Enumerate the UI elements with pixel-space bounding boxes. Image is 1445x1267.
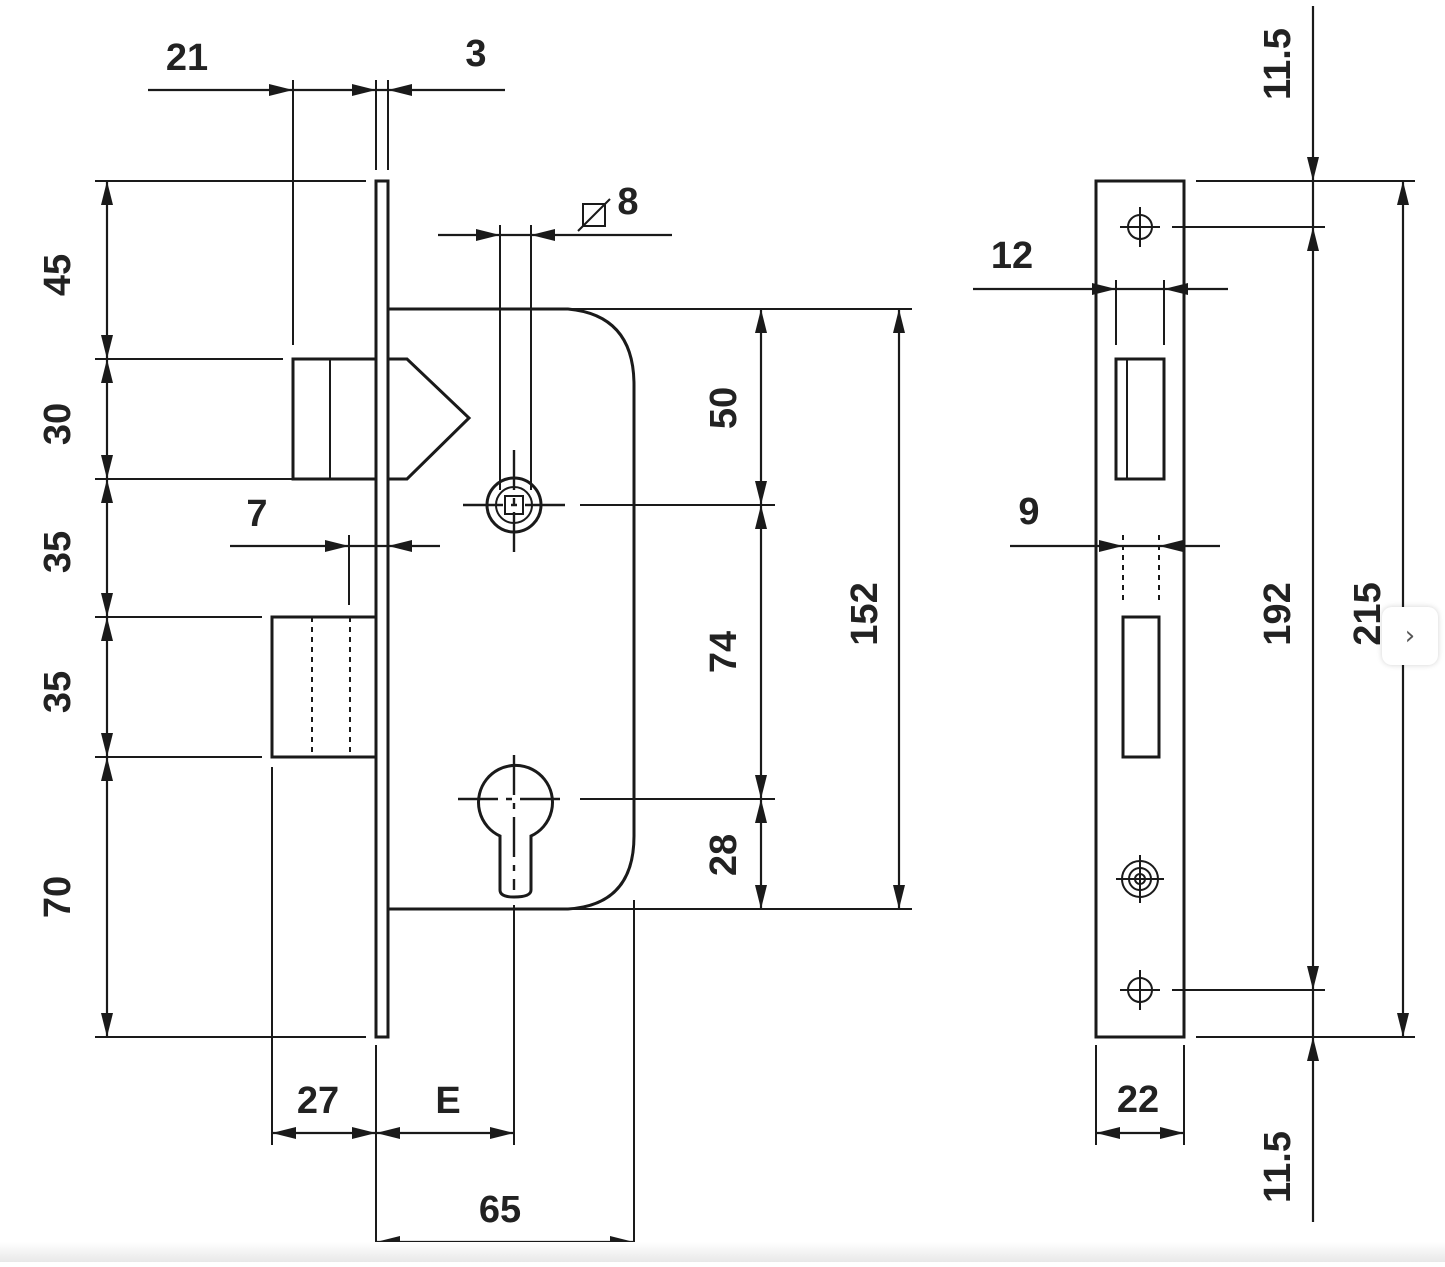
cylinder-hole bbox=[458, 755, 775, 899]
screw-hole-top-icon bbox=[1120, 207, 1160, 247]
chevron-right-icon: › bbox=[1404, 621, 1416, 651]
deadbolt-opening bbox=[1121, 615, 1161, 759]
faceplate-outline bbox=[1094, 179, 1186, 1039]
dim-35-lower: 35 bbox=[37, 671, 79, 713]
dim-12-line bbox=[973, 283, 1228, 295]
dim-27: 27 bbox=[297, 1080, 339, 1122]
dim-21: 21 bbox=[166, 37, 208, 79]
dim-74: 74 bbox=[703, 631, 745, 673]
bottom-edge bbox=[0, 1242, 1445, 1262]
dim-3: 3 bbox=[465, 33, 486, 75]
latch-bolt bbox=[291, 357, 472, 481]
next-image-button[interactable]: › bbox=[1382, 607, 1438, 665]
dim-152-line bbox=[893, 309, 905, 909]
dim-7-line bbox=[230, 540, 440, 552]
faceplate-side-view bbox=[1094, 179, 1415, 1145]
dim-192: 192 bbox=[1257, 582, 1299, 645]
screw-hole-bottom-icon bbox=[1120, 970, 1160, 1010]
center-vertical-dimension-chain bbox=[755, 309, 767, 909]
dim-22-line bbox=[1096, 1127, 1184, 1139]
dim-22: 22 bbox=[1117, 1079, 1159, 1121]
follower-hub bbox=[463, 450, 775, 558]
dim-12: 12 bbox=[991, 235, 1033, 277]
dim-28: 28 bbox=[703, 834, 745, 876]
dim-9: 9 bbox=[1018, 491, 1039, 533]
dim-45: 45 bbox=[37, 254, 79, 296]
faceplate bbox=[374, 179, 390, 1039]
dim-diameter-8-line bbox=[438, 229, 672, 241]
dim-11-5-top: 11.5 bbox=[1257, 28, 1299, 100]
dim-70: 70 bbox=[37, 876, 79, 918]
dim-35-upper: 35 bbox=[37, 531, 79, 573]
dim-30: 30 bbox=[37, 403, 79, 445]
latch-opening bbox=[1114, 357, 1166, 481]
dim-65: 65 bbox=[479, 1189, 521, 1231]
lock-body-front-view bbox=[95, 80, 912, 1255]
bottom-dimension-27-E bbox=[272, 1127, 514, 1139]
dim-192-line bbox=[1307, 6, 1319, 1222]
dim-8: 8 bbox=[617, 181, 638, 223]
fixing-screw-icon bbox=[1116, 855, 1164, 903]
top-horizontal-dimensions bbox=[148, 84, 505, 96]
dim-50: 50 bbox=[703, 387, 745, 429]
dim-152: 152 bbox=[844, 582, 886, 645]
dim-11-5-bottom: 11.5 bbox=[1257, 1131, 1299, 1203]
dim-9-line bbox=[1010, 540, 1220, 552]
dim-E-backset: E bbox=[435, 1080, 460, 1122]
dead-bolt bbox=[270, 615, 378, 759]
diameter-icon bbox=[577, 198, 611, 232]
left-vertical-dimension-chain bbox=[101, 181, 113, 1037]
dim-7: 7 bbox=[246, 493, 267, 535]
lock-case bbox=[388, 307, 636, 911]
